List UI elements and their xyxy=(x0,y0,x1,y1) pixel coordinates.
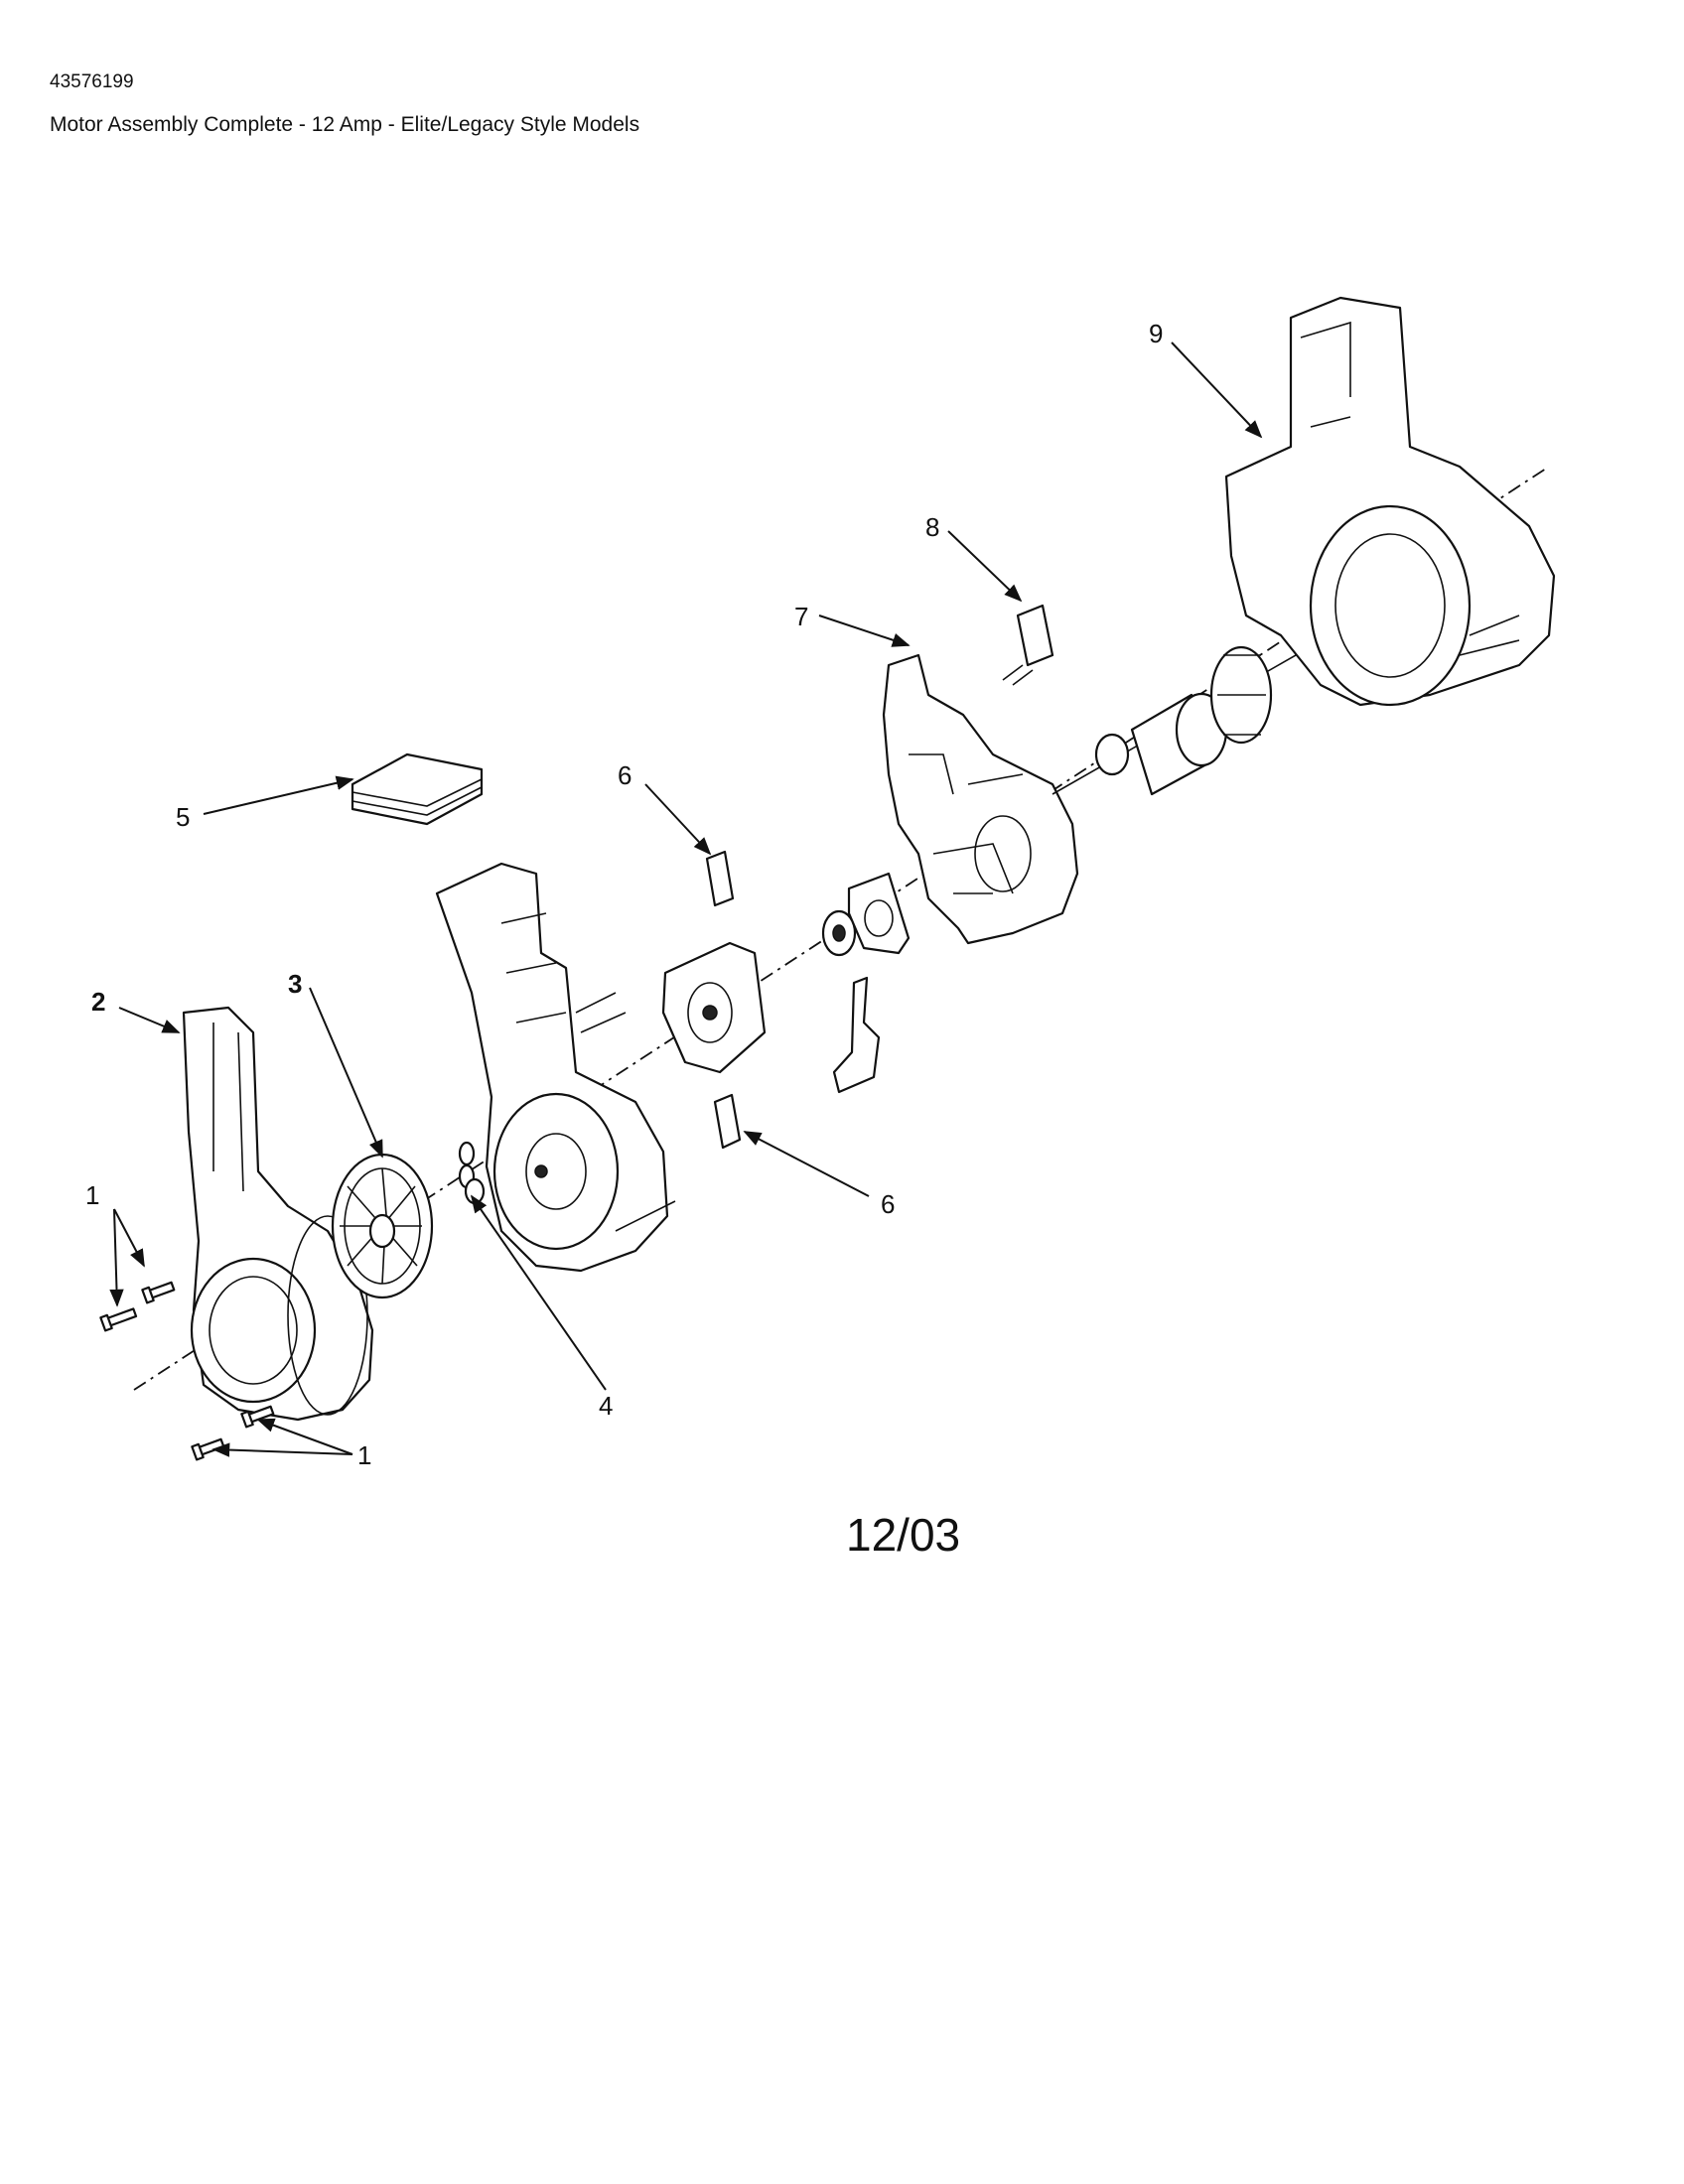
thermal-switch xyxy=(1002,604,1054,686)
callout-4: 4 xyxy=(599,1391,613,1421)
callout-2: 2 xyxy=(91,987,105,1017)
carbon-brush-lower xyxy=(713,1093,742,1150)
callout-9: 9 xyxy=(1149,319,1163,348)
leader-1-lower-b xyxy=(256,1418,353,1455)
leader-9 xyxy=(1171,341,1263,439)
bearing-plate xyxy=(847,872,911,955)
fan-impeller xyxy=(331,1153,434,1299)
callout-7: 7 xyxy=(794,602,808,631)
armature xyxy=(1052,634,1332,796)
leader-6-lower xyxy=(743,1131,870,1197)
brush-spring-arm xyxy=(832,976,881,1094)
carbon-brush-upper xyxy=(705,850,735,907)
leader-3 xyxy=(309,987,383,1159)
document-title: Motor Assembly Complete - 12 Amp - Elite… xyxy=(50,113,640,136)
washers xyxy=(458,1141,486,1205)
callout-3: 3 xyxy=(288,969,302,999)
part-number: 43576199 xyxy=(50,71,134,92)
callout-1-lower: 1 xyxy=(357,1440,371,1470)
leader-7 xyxy=(818,614,911,647)
leader-1-lower-a xyxy=(211,1442,353,1457)
leader-5 xyxy=(203,775,354,815)
front-housing-shroud xyxy=(182,1006,374,1422)
leader-2 xyxy=(118,1007,181,1033)
brush-holder-plate xyxy=(661,941,767,1074)
revision-date: 12/03 xyxy=(846,1509,960,1561)
leader-8 xyxy=(947,530,1023,603)
motor-cover xyxy=(1224,296,1556,707)
leader-1-upper-b xyxy=(109,1208,124,1307)
leader-1-upper-a xyxy=(113,1208,145,1268)
bearing xyxy=(821,909,857,957)
motor-field-bracket xyxy=(882,653,1079,945)
callout-6-upper: 6 xyxy=(618,760,632,790)
leader-6-upper xyxy=(644,783,712,856)
callout-1-upper: 1 xyxy=(85,1180,99,1210)
fan-housing-rear xyxy=(435,862,676,1273)
filter-pad xyxy=(351,752,484,826)
callout-6-lower: 6 xyxy=(881,1189,895,1219)
leader-4 xyxy=(470,1194,607,1391)
callout-8: 8 xyxy=(925,512,939,542)
callout-5: 5 xyxy=(176,802,190,832)
